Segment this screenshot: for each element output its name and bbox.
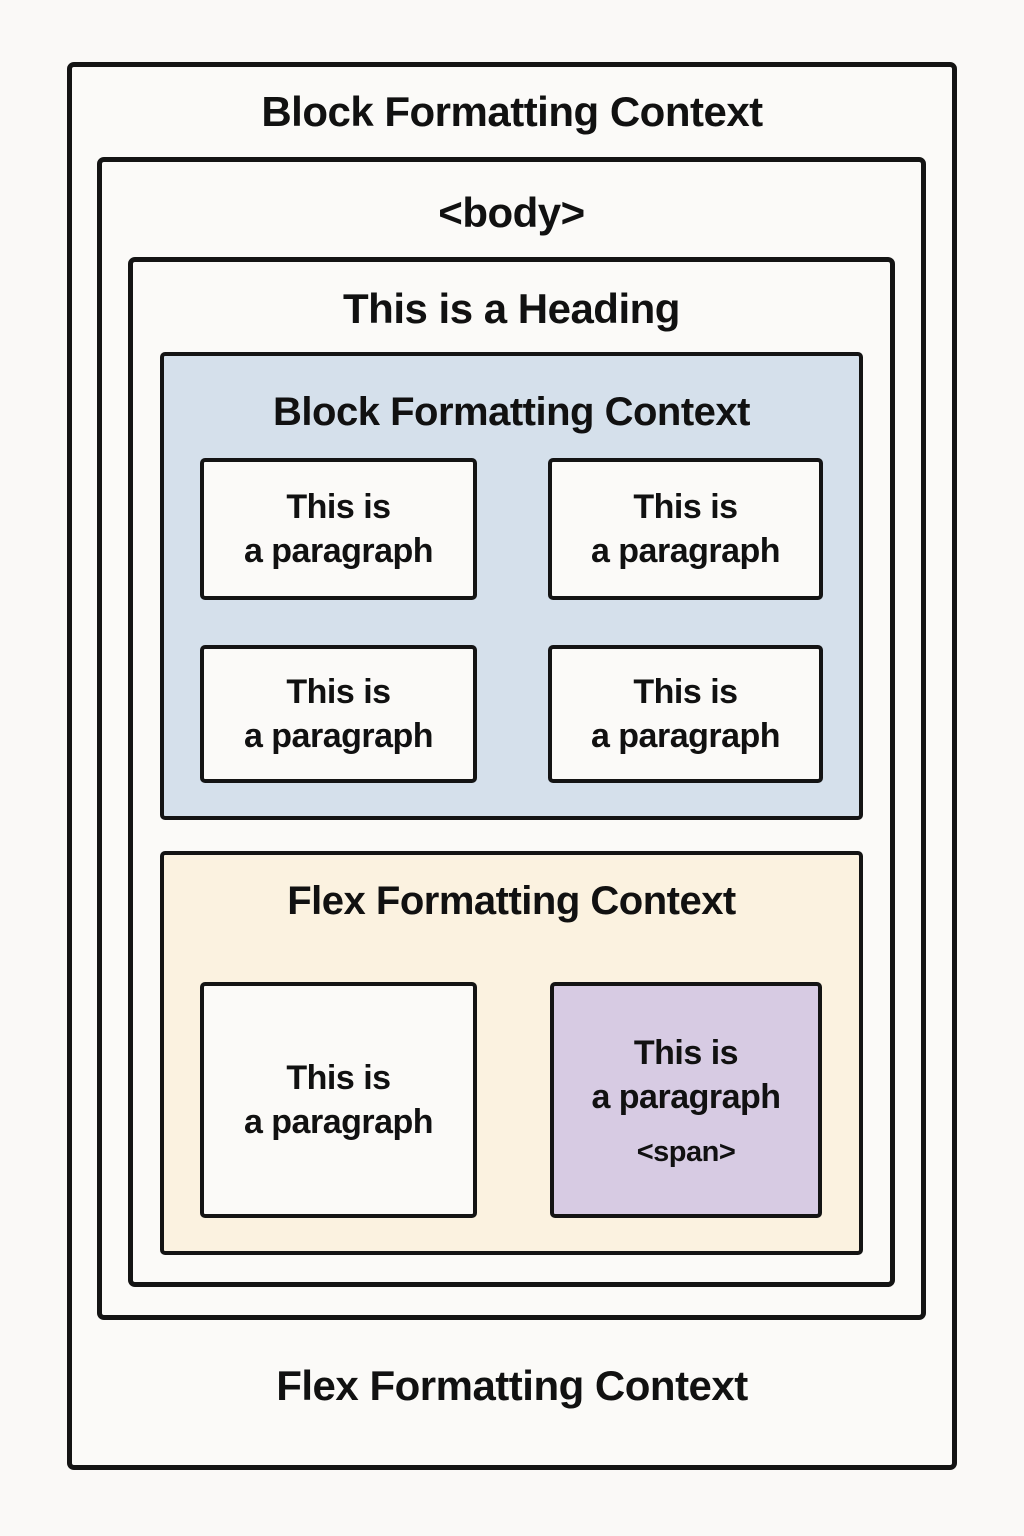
bottom-flex-formatting-context-label: Flex Formatting Context: [276, 1362, 748, 1409]
heading-element-box: This is a Heading Block Formatting Conte…: [128, 257, 895, 1287]
paragraph-text: This is a paragraph: [590, 673, 781, 755]
outer-box-title: Block Formatting Context: [261, 88, 763, 135]
span-paragraph-text: This is a paragraph: [591, 1034, 781, 1116]
flex-paragraph-box: This is a paragraph: [200, 982, 477, 1218]
paragraph-box: This is a paragraph: [548, 645, 823, 783]
flex-formatting-context-box: Flex Formatting Context This is a paragr…: [160, 851, 863, 1255]
flex-formatting-context-title: Flex Formatting Context: [287, 879, 736, 923]
paragraph-box: This is a paragraph: [200, 458, 477, 600]
paragraph-text: This is a paragraph: [590, 488, 781, 570]
paragraph-box: This is a paragraph: [200, 645, 477, 783]
span-paragraph-box: This is a paragraph <span>: [550, 982, 822, 1218]
block-formatting-context-box: Block Formatting Context This is a parag…: [160, 352, 863, 820]
body-element-box: <body> This is a Heading Block Formattin…: [97, 157, 926, 1320]
paragraph-text: This is a paragraph: [243, 488, 434, 570]
body-box-title: <body>: [438, 189, 585, 236]
heading-box-title: This is a Heading: [343, 285, 680, 332]
outer-block-formatting-context-box: Block Formatting Context <body> This is …: [67, 62, 957, 1470]
block-formatting-context-title: Block Formatting Context: [273, 390, 750, 434]
paragraph-box: This is a paragraph: [548, 458, 823, 600]
span-element-label: <span>: [636, 1136, 736, 1168]
flex-paragraph-text: This is a paragraph: [243, 1059, 434, 1141]
paragraph-text: This is a paragraph: [243, 673, 434, 755]
